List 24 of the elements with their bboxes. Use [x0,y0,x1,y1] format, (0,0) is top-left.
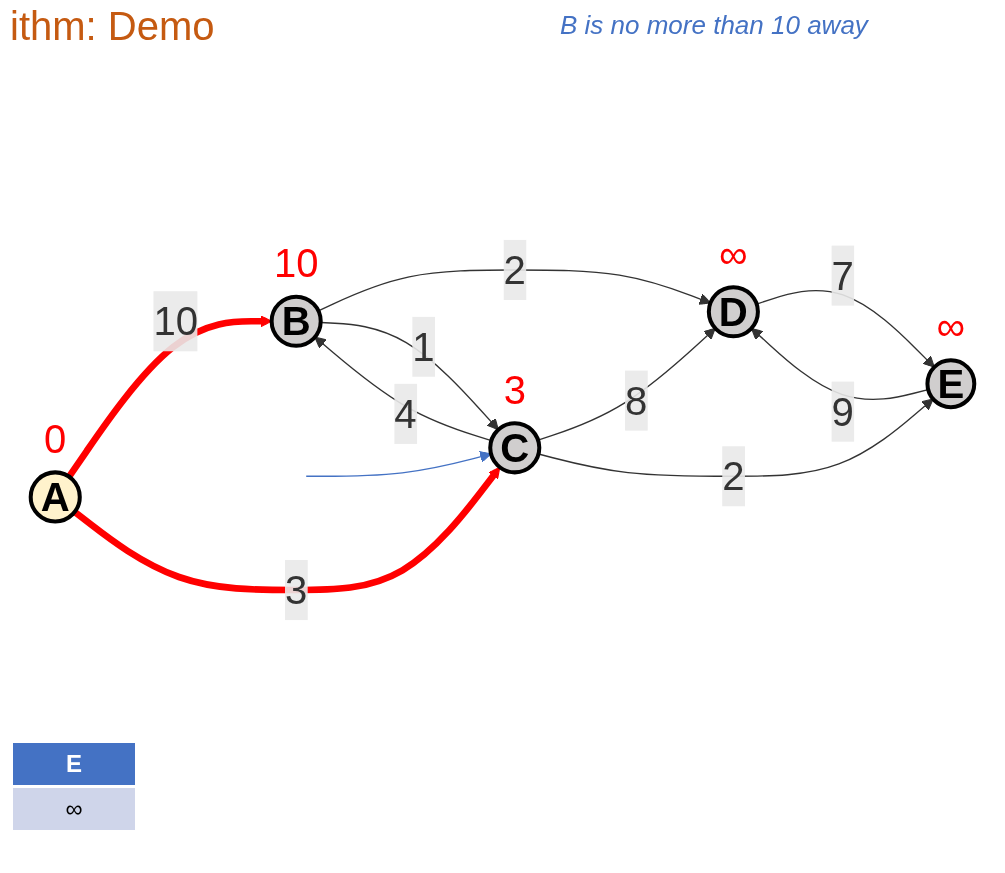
node-circle: A [28,470,82,524]
edge-label: 3 [285,567,308,613]
distance-label: ∞ [719,231,748,276]
handwritten-note: B is no more than 10 away [560,10,870,41]
distance-label: 3 [503,367,526,412]
edge-label: 1 [412,324,435,369]
node-circle: E [925,358,977,410]
edge-label: 2 [722,454,745,499]
edge-label: 10 [153,299,199,344]
table-header: E [13,743,135,785]
distance-label: 0 [44,416,67,461]
distance-label: ∞ [936,303,966,348]
node-circle: B [269,294,323,348]
edge-label: 4 [394,391,417,436]
edge-label: 8 [625,378,648,423]
distance-label: 10 [273,241,319,286]
edge-label: 2 [503,247,526,293]
node-circle: C [488,421,542,475]
edge-label: 9 [831,389,854,434]
table-cell: ∞ [13,788,135,830]
arrow [72,466,501,594]
node-circle: D [706,285,760,339]
slide-title: ithm: Demo [10,4,215,49]
edge-label: 7 [831,253,854,298]
